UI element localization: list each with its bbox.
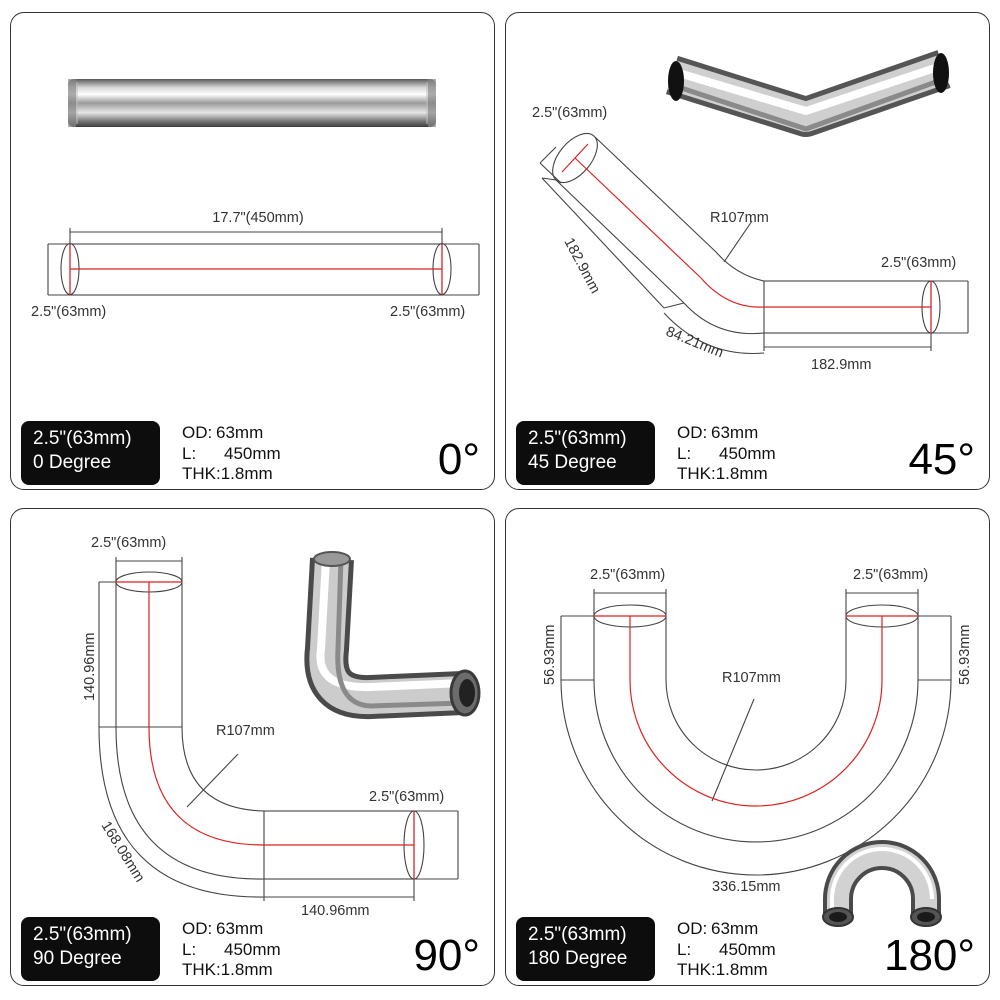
panel-0-degree: 17.7"(450mm) 2.5"(63mm) 2.5"(63mm) 2.5"(… [10,12,495,490]
length-label: L: [182,939,197,959]
length-label: L: [182,443,197,463]
thickness: THK:1.8mm [677,960,768,979]
angle-label: 45° [908,435,975,484]
left-length-label: 56.93mm [542,625,558,685]
pipe-90-diagram: 2.5"(63mm) 140.96mm R107mm 168.08mm 2.5"… [82,535,481,919]
size-badge: 2.5"(63mm) 180 Degree [516,917,655,981]
top-diameter-label: 2.5"(63mm) [91,535,166,551]
panel-45-degree: 2.5"(63mm) R107mm 2.5"(63mm) 182.9mm 84.… [505,12,990,490]
size-badge: 2.5"(63mm) 90 Degree [21,917,160,981]
badge-size: 2.5"(63mm) [33,428,132,449]
panel-180-degree: 2.5"(63mm) 2.5"(63mm) 56.93mm 56.93mm R1… [505,508,990,986]
od-value: 63mm [711,919,759,938]
vertical-length-label: 140.96mm [82,632,98,701]
badge-degree: 0 Degree [33,452,112,473]
angle-label: 90° [413,931,480,980]
right-diameter-label: 2.5"(63mm) [390,304,465,320]
radius-label: R107mm [216,723,275,739]
thickness: THK:1.8mm [677,464,768,483]
size-badge: 2.5"(63mm) 0 Degree [21,421,160,485]
radius-label: R107mm [710,210,769,226]
length-value: 450mm [224,443,281,463]
od-value: 63mm [216,423,264,442]
spec-list: OD:63mm L: 450mm THK:1.8mm [677,423,776,485]
length-value: 450mm [719,939,776,959]
arc-length-label: 336.15mm [712,879,781,895]
length-value: 450mm [224,939,281,959]
length-label: L: [677,443,692,463]
badge-degree: 180 Degree [528,948,628,969]
thickness: THK:1.8mm [182,960,273,979]
od-label: OD: [182,423,213,442]
panel-90-degree: 2.5"(63mm) 140.96mm R107mm 168.08mm 2.5"… [10,508,495,986]
thickness: THK:1.8mm [182,464,273,483]
size-badge: 2.5"(63mm) 45 Degree [516,421,655,485]
pipe-0-diagram: 17.7"(450mm) 2.5"(63mm) 2.5"(63mm) [31,79,480,320]
length-label: L: [677,939,692,959]
radius-label: R107mm [722,670,781,686]
bend-180-drawing [560,589,952,876]
right-length-label: 56.93mm [957,625,973,685]
left-diameter-label: 2.5"(63mm) [590,567,665,583]
bend-90-drawing [98,557,459,901]
bend-90-photo [304,551,481,720]
pipe-180-diagram: 2.5"(63mm) 2.5"(63mm) 56.93mm 56.93mm R1… [542,567,973,927]
spec-list: OD:63mm L: 450mm THK:1.8mm [182,423,281,485]
right-diameter-label: 2.5"(63mm) [369,789,444,805]
left-diameter-label: 2.5"(63mm) [31,304,106,320]
badge-size: 2.5"(63mm) [528,428,627,449]
right-diameter-label: 2.5"(63mm) [853,567,928,583]
arc-length-label: 168.08mm [98,819,148,886]
od-label: OD: [182,919,213,938]
bend-180-photo [822,840,942,927]
spec-list: OD:63mm L: 450mm THK:1.8mm [182,919,281,981]
straight-pipe-photo [68,79,436,127]
badge-size: 2.5"(63mm) [528,924,627,945]
straight-length-label: 182.9mm [811,357,871,373]
arc-length-label: 84.21mm [664,324,726,361]
length-dim-label: 17.7"(450mm) [212,210,303,226]
pipe-45-diagram: 2.5"(63mm) R107mm 2.5"(63mm) 182.9mm 84.… [532,50,969,373]
od-value: 63mm [216,919,264,938]
angle-label: 180° [883,931,975,980]
length-value: 450mm [719,443,776,463]
od-value: 63mm [711,423,759,442]
spec-list: OD:63mm L: 450mm THK:1.8mm [677,919,776,981]
right-diameter-label: 2.5"(63mm) [881,255,956,271]
horizontal-length-label: 140.96mm [301,903,370,919]
slant-length-label: 182.9mm [560,235,603,296]
od-label: OD: [677,919,708,938]
badge-degree: 90 Degree [33,948,122,969]
bend-45-photo [666,50,951,137]
top-diameter-label: 2.5"(63mm) [532,105,607,121]
angle-label: 0° [437,435,480,484]
straight-pipe-drawing [47,228,480,296]
od-label: OD: [677,423,708,442]
badge-degree: 45 Degree [528,452,617,473]
bend-45-drawing [539,132,969,355]
badge-size: 2.5"(63mm) [33,924,132,945]
